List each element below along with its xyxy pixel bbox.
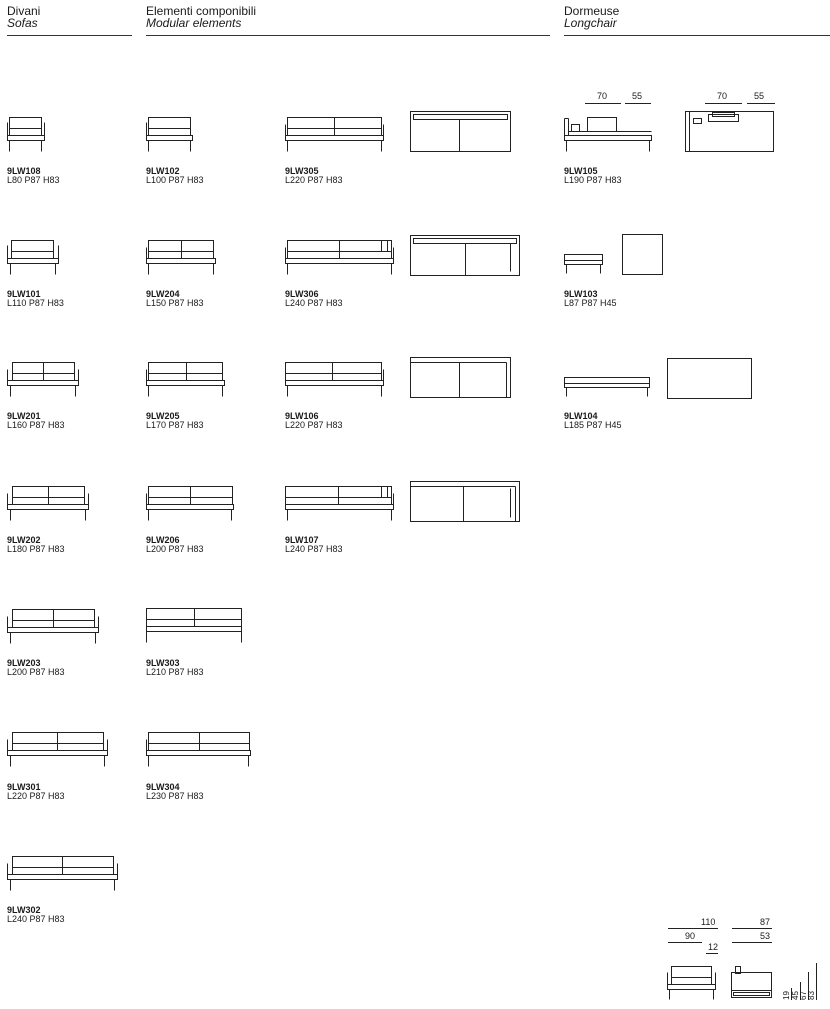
- header-sofas-title: Divani: [7, 4, 41, 18]
- dimension-label: 70: [717, 91, 728, 101]
- product-code: 9LW203: [7, 658, 41, 668]
- dimension-label: 55: [754, 91, 765, 101]
- product-dimensions: L160 P87 H83: [7, 420, 65, 430]
- product-dimensions: L240 P87 H83: [285, 544, 343, 554]
- product-code: 9LW106: [285, 411, 319, 421]
- product-dimensions: L100 P87 H83: [146, 175, 204, 185]
- longchair-drawing: [563, 114, 655, 154]
- product-code: 9LW101: [7, 289, 41, 299]
- legend-height: 19: [782, 991, 791, 1000]
- sofa-drawing: [6, 116, 46, 154]
- product-dimensions: L110 P87 H83: [7, 298, 64, 308]
- plan-drawing: [621, 233, 665, 277]
- dimension-line: [705, 102, 777, 106]
- plan-drawing: [409, 356, 513, 400]
- sofa-drawing: [6, 361, 80, 399]
- sofa-drawing: [284, 483, 396, 523]
- sofa-drawing: [284, 114, 386, 154]
- product-code: 9LW105: [564, 166, 598, 176]
- product-code: 9LW107: [285, 535, 319, 545]
- header-modular-title: Elementi componibili: [146, 4, 257, 18]
- header-sofas-subtitle: Sofas: [7, 16, 38, 30]
- sofa-drawing: [145, 239, 217, 277]
- dimension-label: 70: [597, 91, 608, 101]
- sofa-drawing: [145, 361, 226, 399]
- sofa-drawing: [145, 607, 244, 645]
- product-dimensions: L210 P87 H83: [146, 667, 204, 677]
- header-longchair: Dormeuse Longchair: [564, 5, 619, 29]
- product-code: 9LW102: [146, 166, 180, 176]
- bench-drawing: [563, 375, 653, 399]
- sofa-drawing: [6, 731, 109, 769]
- product-dimensions: L80 P87 H83: [7, 175, 60, 185]
- dimension-line: [585, 102, 655, 106]
- header-modular: Elementi componibili Modular elements: [146, 5, 256, 29]
- legend-dimension: 110: [701, 917, 716, 927]
- header-longchair-title: Dormeuse: [564, 4, 620, 18]
- product-dimensions: L170 P87 H83: [146, 420, 204, 430]
- product-code: 9LW303: [146, 658, 180, 668]
- product-dimensions: L200 P87 H83: [7, 667, 65, 677]
- product-code: 9LW104: [564, 411, 598, 421]
- product-dimensions: L190 P87 H83: [564, 175, 622, 185]
- header-divider: [146, 35, 550, 36]
- plan-drawing: [684, 110, 776, 154]
- plan-drawing: [409, 110, 513, 154]
- product-dimensions: L87 P87 H45: [564, 298, 617, 308]
- product-code: 9LW306: [285, 289, 319, 299]
- product-code: 9LW205: [146, 411, 180, 421]
- header-modular-subtitle: Modular elements: [146, 16, 242, 30]
- product-code: 9LW204: [146, 289, 180, 299]
- sofa-drawing: [6, 239, 60, 277]
- plan-drawing: [409, 480, 522, 524]
- sofa-drawing: [6, 485, 90, 523]
- sofa-drawing: [145, 731, 253, 769]
- header-divider: [7, 35, 132, 36]
- legend-height: 83: [807, 991, 816, 1000]
- legend-dimension-lines: [666, 926, 776, 956]
- header-sofas: Divani Sofas: [7, 5, 40, 29]
- product-dimensions: L220 P87 H83: [7, 791, 65, 801]
- dimension-label: 55: [632, 91, 643, 101]
- product-code: 9LW108: [7, 166, 41, 176]
- legend-front-view: [666, 962, 718, 1002]
- product-dimensions: L240 P87 H83: [285, 298, 343, 308]
- header-divider: [564, 35, 830, 36]
- legend-side-view: [728, 962, 776, 1002]
- product-code: 9LW304: [146, 782, 180, 792]
- pouf-drawing: [563, 252, 605, 276]
- legend-dimension: 90: [685, 931, 696, 941]
- product-dimensions: L230 P87 H83: [146, 791, 204, 801]
- product-code: 9LW202: [7, 535, 41, 545]
- legend-height-lines: [780, 962, 828, 1002]
- plan-drawing: [666, 357, 754, 401]
- product-code: 9LW103: [564, 289, 598, 299]
- sofa-drawing: [284, 359, 386, 399]
- product-code: 9LW301: [7, 782, 41, 792]
- product-dimensions: L220 P87 H83: [285, 420, 343, 430]
- product-code: 9LW206: [146, 535, 180, 545]
- product-dimensions: L185 P87 H45: [564, 420, 622, 430]
- legend-dimension: 53: [760, 931, 771, 941]
- product-dimensions: L180 P87 H83: [7, 544, 65, 554]
- header-longchair-subtitle: Longchair: [564, 16, 617, 30]
- legend-dimension: 12: [708, 942, 719, 952]
- product-dimensions: L150 P87 H83: [146, 298, 204, 308]
- product-code: 9LW305: [285, 166, 319, 176]
- product-dimensions: L220 P87 H83: [285, 175, 343, 185]
- sofa-drawing: [284, 237, 396, 277]
- plan-drawing: [409, 234, 522, 278]
- sofa-drawing: [145, 485, 235, 523]
- product-code: 9LW302: [7, 905, 41, 915]
- sofa-drawing: [6, 608, 100, 646]
- product-dimensions: L240 P87 H83: [7, 914, 65, 924]
- sofa-drawing: [145, 116, 195, 154]
- product-dimensions: L200 P87 H83: [146, 544, 204, 554]
- product-code: 9LW201: [7, 411, 41, 421]
- legend-dimension: 87: [760, 917, 771, 927]
- sofa-drawing: [6, 855, 119, 893]
